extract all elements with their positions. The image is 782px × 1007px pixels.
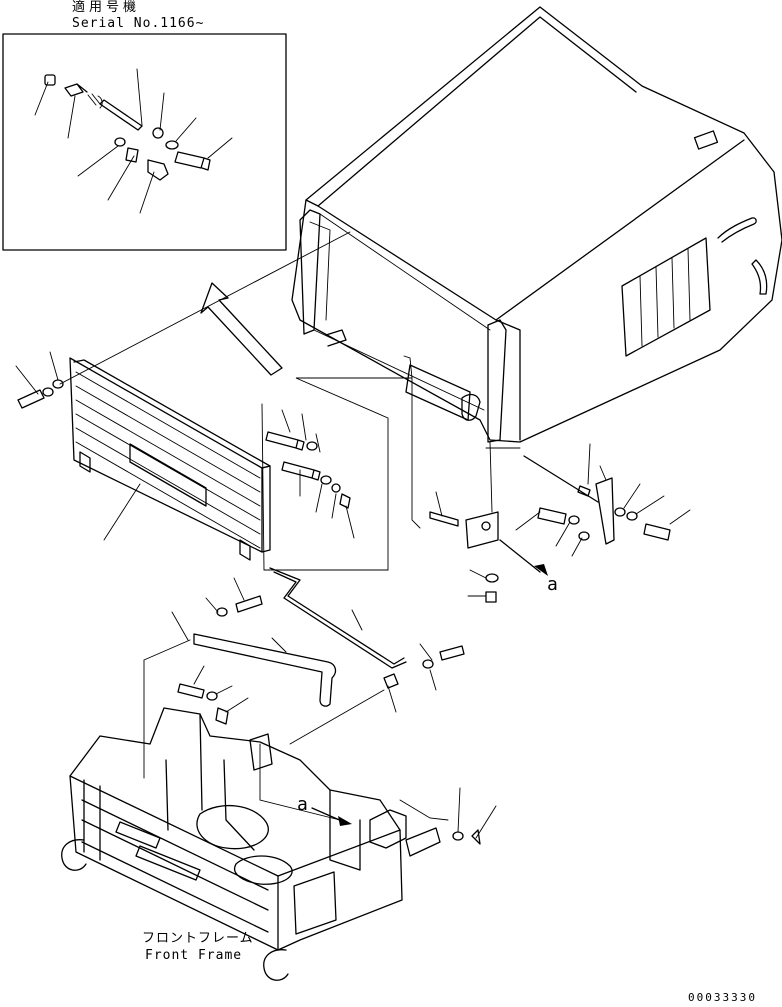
arrow-ref-label-2: a (297, 794, 309, 815)
serial-label-jp: 適用号機 (72, 0, 141, 15)
engine-hood (291, 6, 782, 449)
direction-arrow (200, 282, 283, 376)
grille-fasteners (15, 231, 351, 541)
bracket-hardware (261, 355, 421, 571)
inset-parts (34, 68, 233, 214)
support-rods (143, 567, 465, 779)
front-frame-label-en: Front Frame (145, 948, 243, 963)
serial-label-en: Serial No.1166~ (72, 16, 205, 31)
front-frame (61, 707, 497, 981)
drawing-number: 00033330 (688, 991, 757, 1004)
arrow-ref-label-1: a (547, 574, 559, 595)
hinge-assembly (429, 441, 691, 603)
front-frame-label-jp: フロントフレーム (142, 931, 254, 946)
front-grille (69, 357, 271, 561)
serial-inset-box (2, 33, 287, 251)
